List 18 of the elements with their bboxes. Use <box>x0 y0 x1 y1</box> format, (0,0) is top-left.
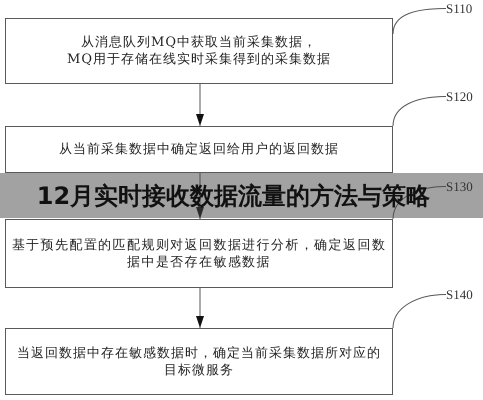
step-label: S110 <box>446 1 472 16</box>
step-label: S130 <box>446 179 473 194</box>
step-text: 从消息队列MQ中获取当前采集数据，MQ用于存储在线实时采集得到的采集数据 <box>66 34 332 68</box>
step-text: 基于预先配置的匹配规则对返回数据进行分析，确定返回数据中是否存在敏感数据 <box>10 236 388 270</box>
step-text: 从当前采集数据中确定返回给用户的返回数据 <box>59 141 339 158</box>
leader-line <box>392 8 446 34</box>
arrow <box>196 288 204 328</box>
step-label: S120 <box>446 89 473 104</box>
leader-line <box>392 186 446 220</box>
process-box <box>5 328 393 395</box>
process-box <box>5 126 393 173</box>
step-text: 当返回数据中存在敏感数据时，确定当前采集数据所对应的目标微服务 <box>16 344 382 378</box>
process-box <box>5 219 393 288</box>
arrow <box>196 84 204 126</box>
leader-line <box>392 294 446 328</box>
step-label: S140 <box>446 287 473 302</box>
process-box <box>5 18 393 84</box>
leader-line <box>392 96 446 126</box>
